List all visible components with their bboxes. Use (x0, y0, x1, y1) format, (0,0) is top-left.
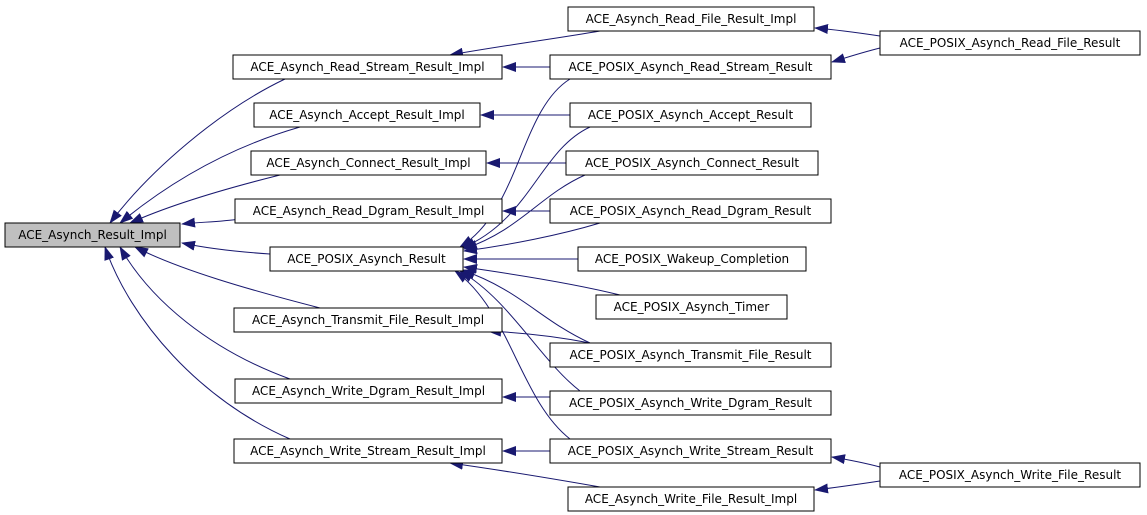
class-label: ACE_POSIX_Asynch_Read_Dgram_Result (570, 204, 812, 218)
class-label: ACE_Asynch_Write_Dgram_Result_Impl (252, 384, 485, 398)
class-node-posix-connect[interactable]: ACE_POSIX_Asynch_Connect_Result (565, 150, 819, 176)
inheritance-arrow-posix-write-stream-to-posix-result (454, 270, 571, 440)
class-node-read-dgram-impl[interactable]: ACE_Asynch_Read_Dgram_Result_Impl (234, 198, 503, 224)
class-node-transmit-impl[interactable]: ACE_Asynch_Transmit_File_Result_Impl (233, 307, 503, 333)
class-label: ACE_Asynch_Accept_Result_Impl (269, 108, 465, 122)
class-box[interactable] (879, 30, 1141, 56)
class-node-write-dgram-impl[interactable]: ACE_Asynch_Write_Dgram_Result_Impl (234, 378, 503, 404)
class-box[interactable] (269, 246, 464, 272)
class-label: ACE_POSIX_Asynch_Write_File_Result (899, 468, 1122, 482)
class-box[interactable] (549, 438, 832, 464)
class-node-posix-read-dgram[interactable]: ACE_POSIX_Asynch_Read_Dgram_Result (549, 198, 832, 224)
inheritance-arrow-posix-accept-to-posix-result (461, 126, 591, 249)
class-label: ACE_Asynch_Result_Impl (18, 228, 167, 242)
class-node-posix-read-stream[interactable]: ACE_POSIX_Asynch_Read_Stream_Result (549, 54, 832, 80)
class-node-posix-write-file[interactable]: ACE_POSIX_Asynch_Write_File_Result (879, 462, 1141, 488)
class-node-posix-accept[interactable]: ACE_POSIX_Asynch_Accept_Result (569, 102, 812, 128)
class-label: ACE_Asynch_Transmit_File_Result_Impl (252, 313, 484, 327)
class-box[interactable] (565, 150, 819, 176)
class-box[interactable] (250, 150, 487, 176)
class-node-posix-write-stream[interactable]: ACE_POSIX_Asynch_Write_Stream_Result (549, 438, 832, 464)
inheritance-arrow-posix-read-dgram-to-posix-result (463, 222, 601, 255)
inheritance-arrow-posix-write-file-to-posix-write-stream (831, 454, 881, 468)
class-box[interactable] (567, 6, 815, 32)
inheritance-arrow-write-file-impl-to-write-stream-impl (449, 459, 601, 488)
class-box[interactable] (253, 102, 481, 128)
class-label: ACE_POSIX_Asynch_Accept_Result (588, 108, 794, 122)
class-label: ACE_POSIX_Asynch_Write_Stream_Result (568, 444, 814, 458)
inheritance-arrow-read-dgram-impl-to-root (181, 217, 241, 228)
inheritance-arrow-posix-result-to-root (181, 240, 271, 255)
class-label: ACE_Asynch_Write_Stream_Result_Impl (250, 444, 486, 458)
class-box[interactable] (549, 198, 832, 224)
class-node-posix-wakeup[interactable]: ACE_POSIX_Wakeup_Completion (577, 246, 807, 272)
class-label: ACE_POSIX_Asynch_Result (287, 252, 446, 266)
inheritance-arrow-accept-impl-to-root (119, 126, 301, 224)
class-box[interactable] (577, 246, 807, 272)
class-box[interactable] (549, 54, 832, 80)
class-label: ACE_Asynch_Read_File_Result_Impl (586, 12, 797, 26)
inheritance-arrow-posix-write-file-to-write-file-impl (814, 480, 881, 494)
inheritance-arrow-posix-write-dgram-to-posix-result (459, 270, 581, 392)
inheritance-arrow-write-stream-impl-to-root (104, 246, 291, 440)
class-node-posix-result[interactable]: ACE_POSIX_Asynch_Result (269, 246, 464, 272)
inheritance-arrow-posix-timer-to-posix-result (463, 263, 621, 296)
class-box[interactable] (233, 307, 503, 333)
class-label: ACE_POSIX_Wakeup_Completion (595, 252, 789, 266)
class-label: ACE_POSIX_Asynch_Transmit_File_Result (570, 348, 812, 362)
nodes-layer: ACE_Asynch_Result_Impl ACE_Asynch_Read_St… (4, 6, 1141, 512)
inheritance-arrow-read-stream-impl-to-root (109, 78, 286, 224)
class-node-write-stream-impl[interactable]: ACE_Asynch_Write_Stream_Result_Impl (233, 438, 503, 464)
class-node-write-file-impl[interactable]: ACE_Asynch_Write_File_Result_Impl (567, 486, 815, 512)
class-node-read-file-impl[interactable]: ACE_Asynch_Read_File_Result_Impl (567, 6, 815, 32)
inheritance-arrow-transmit-impl-to-root (134, 246, 321, 309)
inheritance-arrow-read-file-impl-to-read-stream-impl (449, 30, 601, 58)
class-node-posix-transmit[interactable]: ACE_POSIX_Asynch_Transmit_File_Result (549, 342, 832, 368)
inheritance-arrow-write-dgram-impl-to-root (119, 246, 291, 380)
inheritance-arrow-posix-transmit-to-posix-result (461, 269, 591, 344)
class-node-connect-impl[interactable]: ACE_Asynch_Connect_Result_Impl (250, 150, 487, 176)
class-label: ACE_POSIX_Asynch_Read_Stream_Result (568, 60, 812, 74)
class-label: ACE_POSIX_Asynch_Timer (614, 300, 770, 314)
class-node-posix-read-file[interactable]: ACE_POSIX_Asynch_Read_File_Result (879, 30, 1141, 56)
class-label: ACE_Asynch_Read_Stream_Result_Impl (250, 60, 484, 74)
class-node-posix-timer[interactable]: ACE_POSIX_Asynch_Timer (595, 294, 788, 320)
class-label: ACE_POSIX_Asynch_Read_File_Result (900, 36, 1121, 50)
class-box[interactable] (232, 54, 503, 80)
class-box[interactable] (595, 294, 788, 320)
class-node-read-stream-impl[interactable]: ACE_Asynch_Read_Stream_Result_Impl (232, 54, 503, 80)
class-box[interactable] (567, 486, 815, 512)
class-box[interactable] (569, 102, 812, 128)
class-box[interactable] (549, 342, 832, 368)
class-label: ACE_Asynch_Read_Dgram_Result_Impl (253, 204, 485, 218)
class-label: ACE_POSIX_Asynch_Connect_Result (585, 156, 799, 170)
class-box[interactable] (4, 222, 181, 248)
inheritance-arrow-posix-read-file-to-read-file-impl (814, 24, 881, 37)
class-node-accept-impl[interactable]: ACE_Asynch_Accept_Result_Impl (253, 102, 481, 128)
class-label: ACE_Asynch_Connect_Result_Impl (266, 156, 470, 170)
class-box[interactable] (234, 378, 503, 404)
inheritance-arrow-posix-read-file-to-posix-read-stream (831, 47, 881, 63)
inheritance-arrow-posix-read-stream-to-posix-result (459, 78, 571, 248)
class-box[interactable] (233, 438, 503, 464)
class-node-root[interactable]: ACE_Asynch_Result_Impl (4, 222, 181, 248)
class-box[interactable] (234, 198, 503, 224)
class-label: ACE_Asynch_Write_File_Result_Impl (585, 492, 797, 506)
class-node-posix-write-dgram[interactable]: ACE_POSIX_Asynch_Write_Dgram_Result (549, 390, 832, 416)
class-box[interactable] (549, 390, 832, 416)
inheritance-arrow-posix-connect-to-posix-result (463, 174, 586, 250)
class-box[interactable] (879, 462, 1141, 488)
inheritance-arrow-connect-impl-to-root (129, 174, 281, 224)
class-label: ACE_POSIX_Asynch_Write_Dgram_Result (569, 396, 812, 410)
